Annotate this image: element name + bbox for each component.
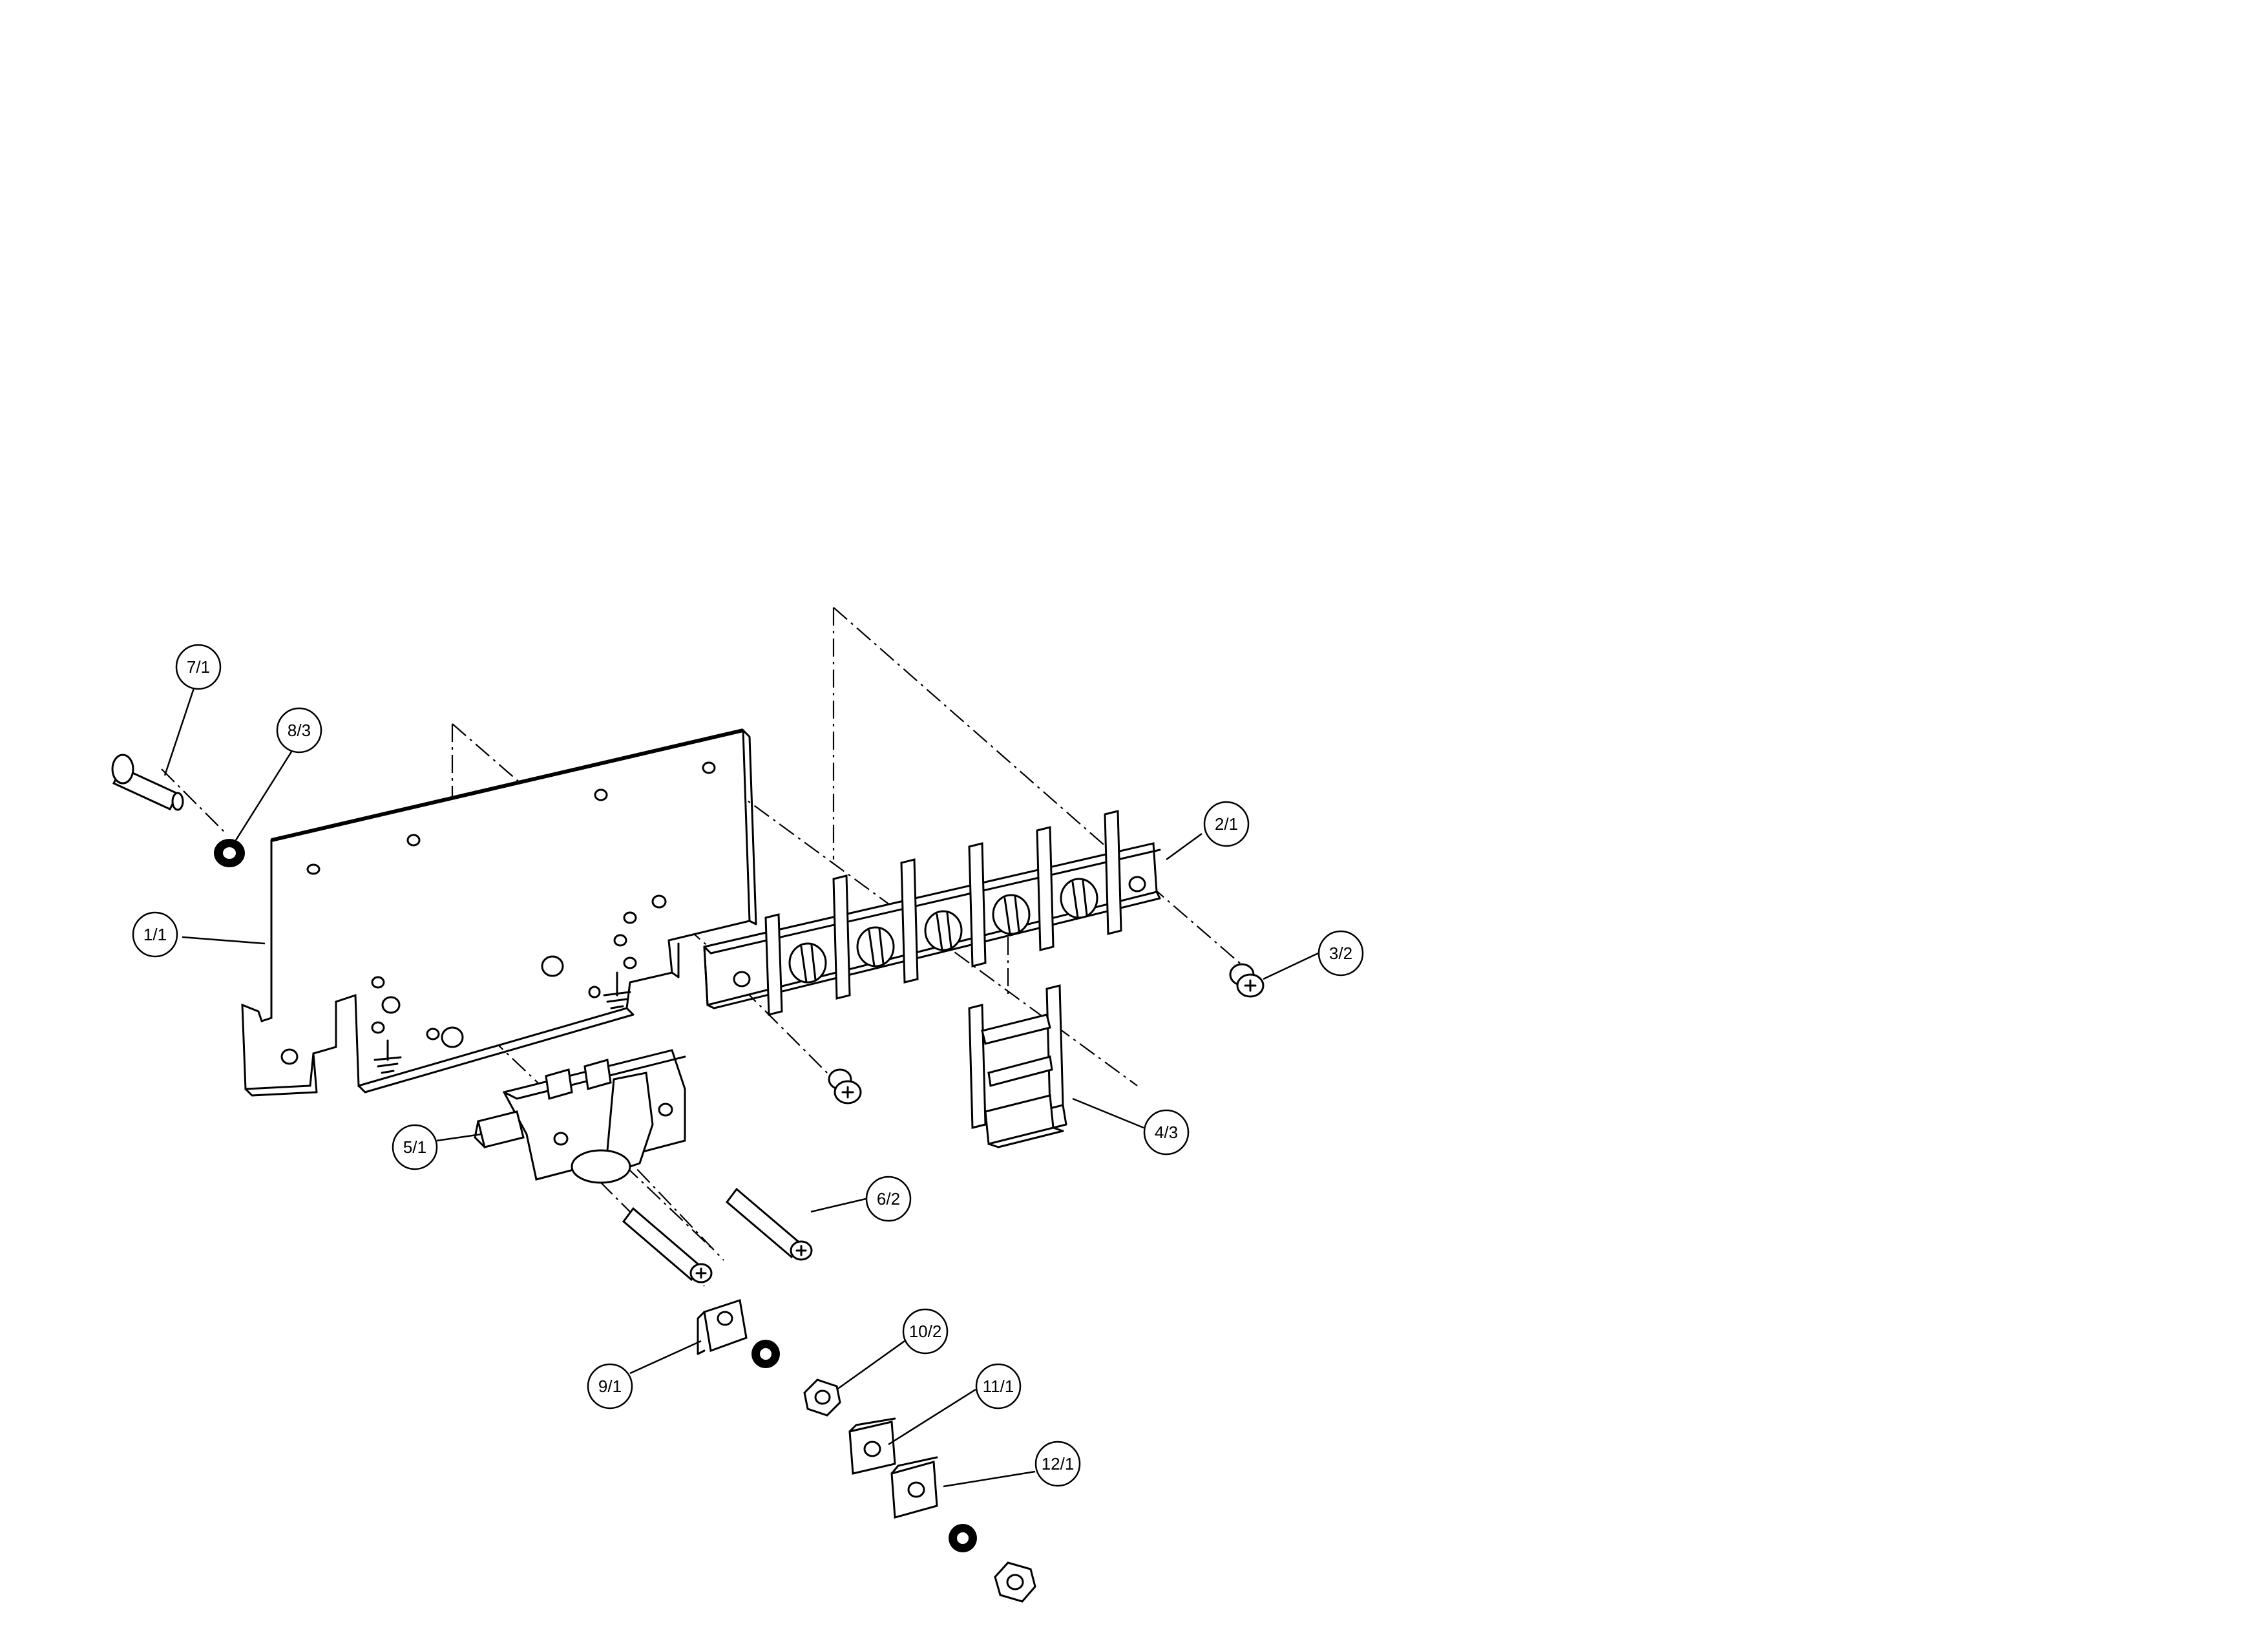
callout-9-1: 9/1	[587, 1363, 633, 1410]
nut	[994, 1561, 1036, 1603]
switch-block	[474, 1049, 686, 1184]
callout-4-3: 4/3	[1143, 1109, 1190, 1156]
callout-label: 8/3	[288, 721, 311, 740]
long-screw-6-2	[725, 1187, 813, 1261]
callout-11-1: 11/1	[975, 1363, 1022, 1410]
callout-label: 5/1	[403, 1137, 426, 1157]
ground-symbol	[373, 1039, 402, 1074]
terminal-screw	[924, 910, 963, 951]
callout-1-1: 1/1	[132, 911, 178, 958]
callout-5-1: 5/1	[392, 1124, 438, 1170]
callout-label: 7/1	[187, 657, 210, 677]
callout-12-1: 12/1	[1034, 1441, 1081, 1487]
bracket-9-1	[697, 1299, 748, 1355]
terminal-screw	[1060, 878, 1098, 919]
ground-symbol	[603, 971, 631, 1009]
pin-7-1	[111, 754, 184, 811]
terminal-strip	[703, 810, 1161, 1016]
callout-label: 3/2	[1329, 944, 1352, 963]
washer	[949, 1524, 977, 1552]
leader-lines	[163, 688, 1319, 1488]
mounting-plate	[241, 728, 757, 1097]
clip-12-1	[890, 1456, 938, 1519]
callout-label: 1/1	[143, 925, 167, 944]
terminal-screw	[788, 942, 827, 984]
jumper-link	[968, 984, 1067, 1148]
washer	[751, 1340, 780, 1368]
callout-8-3: 8/3	[276, 707, 322, 754]
clip-11-1	[848, 1417, 896, 1475]
callout-label: 12/1	[1042, 1454, 1075, 1474]
callout-3-2: 3/2	[1318, 930, 1364, 977]
screw-3-2	[1229, 963, 1265, 998]
callout-10-2: 10/2	[902, 1308, 949, 1355]
callout-label: 6/2	[877, 1189, 900, 1209]
callout-label: 2/1	[1215, 814, 1238, 834]
callout-label: 4/3	[1155, 1123, 1178, 1142]
callout-6-2: 6/2	[865, 1176, 912, 1222]
callout-label: 10/2	[909, 1322, 942, 1341]
callout-label: 9/1	[598, 1377, 622, 1396]
screw-under-strip	[828, 1068, 862, 1104]
terminal-screw	[992, 894, 1031, 935]
callout-2-1: 2/1	[1203, 801, 1250, 847]
terminal-screw	[856, 926, 895, 967]
nut-10-2	[803, 1379, 841, 1417]
long-screw	[622, 1207, 713, 1284]
callout-7-1: 7/1	[175, 644, 222, 690]
washer-8-3	[214, 839, 245, 867]
callout-label: 11/1	[983, 1377, 1014, 1396]
